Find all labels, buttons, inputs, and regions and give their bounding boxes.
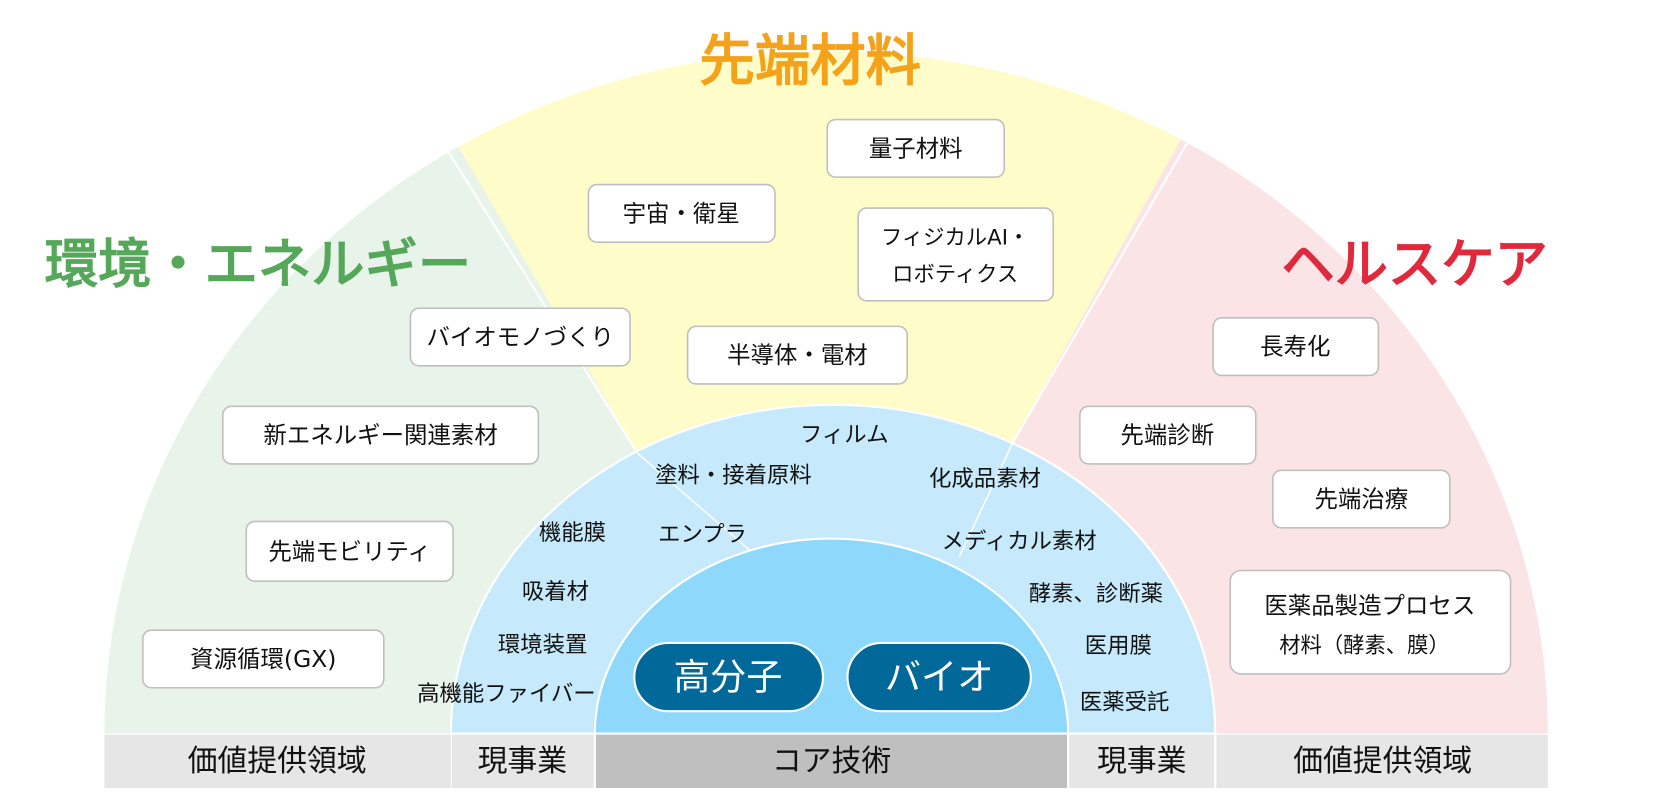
value-item-bio-manufacturing: バイオモノづくり xyxy=(409,307,631,367)
business-chemical-materials: 化成品素材 xyxy=(929,466,1041,492)
svg-text:先端治療: 先端治療 xyxy=(1314,485,1408,513)
business-adsorbent: 吸着材 xyxy=(522,579,589,605)
svg-text:新エネルギー関連素材: 新エネルギー関連素材 xyxy=(263,421,497,449)
svg-text:バイオ: バイオ xyxy=(885,656,994,699)
footer-core-technology: コア技術 xyxy=(772,744,891,779)
svg-text:バイオモノづくり: バイオモノづくり xyxy=(426,323,614,351)
footer-current-business-left: 現事業 xyxy=(478,744,567,779)
title-healthcare: ヘルスケア xyxy=(1281,234,1547,296)
svg-text:長寿化: 長寿化 xyxy=(1260,333,1330,361)
footer-value-area-right: 価値提供領域 xyxy=(1293,744,1472,779)
value-item-physical-ai-robotics: フィジカルAI・ ロボティクス xyxy=(857,207,1055,302)
business-enzymes-diagnostics: 酵素、診断薬 xyxy=(1029,581,1163,607)
value-item-pharma-process-materials: 医薬品製造プロセス 材料（酵素、膜） xyxy=(1229,569,1512,675)
svg-text:フィジカルAI・: フィジカルAI・ xyxy=(881,225,1029,250)
business-film: フィルム xyxy=(800,422,889,448)
business-functional-membrane: 機能膜 xyxy=(539,520,606,546)
value-item-advanced-mobility: 先端モビリティ xyxy=(245,520,454,582)
svg-text:医薬品製造プロセス: 医薬品製造プロセス xyxy=(1264,592,1475,620)
value-item-semiconductor: 半導体・電材 xyxy=(686,325,908,385)
svg-text:量子材料: 量子材料 xyxy=(869,134,963,162)
svg-text:高分子: 高分子 xyxy=(674,656,783,699)
core-tech-polymer: 高分子 xyxy=(633,641,825,713)
svg-text:材料（酵素、膜）: 材料（酵素、膜） xyxy=(1279,634,1449,659)
footer-value-area-left: 価値提供領域 xyxy=(188,744,367,779)
business-high-performance-fiber: 高機能ファイバー xyxy=(417,681,596,707)
svg-text:先端モビリティ: 先端モビリティ xyxy=(268,537,431,565)
title-materials: 先端材料 xyxy=(699,30,921,94)
value-item-advanced-treatment: 先端治療 xyxy=(1272,469,1451,529)
business-medical-membrane: 医用膜 xyxy=(1085,633,1152,659)
svg-text:宇宙・衛星: 宇宙・衛星 xyxy=(623,199,740,227)
core-tech-bio: バイオ xyxy=(846,641,1032,713)
value-item-longevity: 長寿化 xyxy=(1212,317,1380,377)
footer-bar: 価値提供領域 現事業 コア技術 現事業 価値提供領域 xyxy=(104,734,1548,788)
business-engineering-plastics: エンプラ xyxy=(658,521,747,547)
footer-current-business-right: 現事業 xyxy=(1097,744,1186,779)
business-medical-materials: メディカル素材 xyxy=(942,529,1097,555)
divider-middle-left xyxy=(636,452,756,556)
value-item-quantum-materials: 量子材料 xyxy=(826,118,1005,178)
title-environment: 環境・エネルギー xyxy=(45,234,471,296)
value-item-resource-circulation: 資源循環(GX) xyxy=(142,629,385,689)
svg-text:先端診断: 先端診断 xyxy=(1120,421,1214,449)
business-environmental-equipment: 環境装置 xyxy=(498,632,588,658)
value-item-space-satellite: 宇宙・衛星 xyxy=(587,183,776,243)
svg-text:ロボティクス: ロボティクス xyxy=(892,263,1018,288)
value-item-new-energy-materials: 新エネルギー関連素材 xyxy=(221,405,540,465)
business-pharma-contract: 医薬受託 xyxy=(1080,690,1170,716)
svg-text:半導体・電材: 半導体・電材 xyxy=(727,341,868,369)
business-coatings-adhesives: 塗料・接着原料 xyxy=(655,463,812,489)
divider-middle-right xyxy=(958,442,1014,557)
value-item-advanced-diagnosis: 先端診断 xyxy=(1079,405,1257,465)
svg-text:資源循環(GX): 資源循環(GX) xyxy=(190,645,336,673)
